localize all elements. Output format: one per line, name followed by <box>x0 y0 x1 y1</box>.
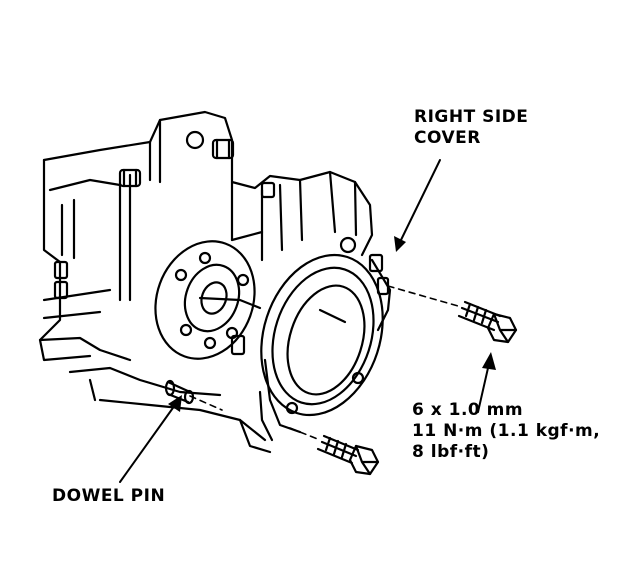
block-bolt-heads <box>53 130 384 356</box>
upper-bolt <box>457 300 518 344</box>
leader-arrows <box>119 159 489 483</box>
right-side-cover <box>258 253 392 442</box>
dowel-pin-label: DOWEL PIN <box>52 486 166 506</box>
right-side-cover-line-1: RIGHT SIDE <box>414 107 529 127</box>
bolt-spec-torque-imperial: 8 lbf·ft) <box>412 442 490 462</box>
arrowheads <box>168 236 496 412</box>
bolt-spec-torque: 11 N·m (1.1 kgf·m, <box>412 421 601 441</box>
crankshaft-flange <box>154 240 256 360</box>
right-side-cover-label: RIGHT SIDE COVER <box>414 107 528 149</box>
bolt-spec-label: 6 x 1.0 mm 11 N·m (1.1 kgf·m, 8 lbf·ft) <box>412 400 600 463</box>
alignment-lines <box>189 285 459 441</box>
engine-block <box>38 110 374 454</box>
right-side-cover-line-2: COVER <box>414 128 481 148</box>
lower-bolt <box>316 434 380 476</box>
bolt-spec-size: 6 x 1.0 mm <box>412 400 524 420</box>
